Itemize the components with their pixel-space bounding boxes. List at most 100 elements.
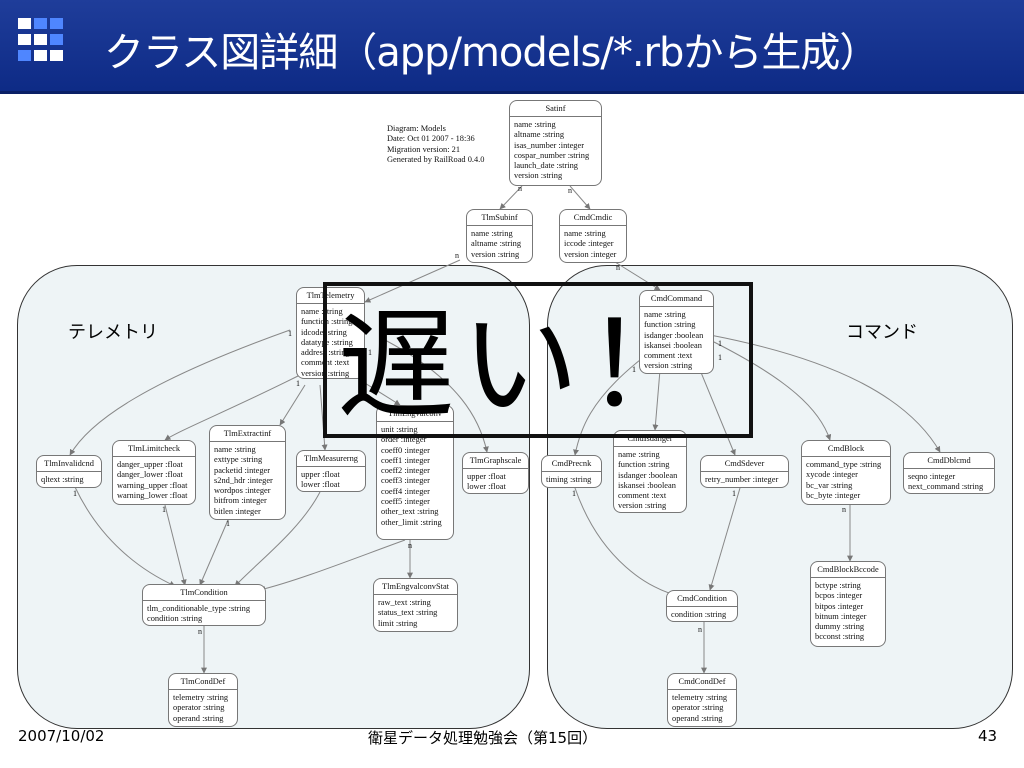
class-attribute: limit :string <box>378 618 418 628</box>
class-attribute: telemetry :string <box>672 693 728 702</box>
class-attribute: iskansei :boolean <box>618 480 676 490</box>
class-attribute: name :string <box>214 445 256 454</box>
class-attribute: function :string <box>644 320 696 330</box>
class-attribute: lower :float <box>467 482 506 492</box>
class-attribute: lower :float <box>301 480 340 490</box>
class-attribute: version :string <box>618 501 667 511</box>
class-attribute: iccode :integer <box>564 239 614 249</box>
class-attribute: iskansei :boolean <box>644 340 702 350</box>
class-attribute: version :string <box>471 249 520 259</box>
svg-text:1: 1 <box>718 353 722 362</box>
svg-text:n: n <box>568 186 572 195</box>
class-attribute: order :integer <box>381 435 427 445</box>
svg-text:1: 1 <box>288 329 292 338</box>
class-attribute: condition :string <box>671 610 727 619</box>
class-attribute: launch_date :string <box>514 161 578 171</box>
class-attribute: danger_upper :float <box>117 460 183 469</box>
class-attribute: timing :string <box>546 475 592 484</box>
class-attribute: retry_number :integer <box>705 475 779 484</box>
class-attribute: operand :string <box>672 713 723 723</box>
class-attribute: coeff4 :integer <box>381 486 430 496</box>
class-attribute: wordpos :integer <box>214 486 271 496</box>
class-attribute: version :integer <box>564 249 617 259</box>
class-attribute: command_type :string <box>806 460 882 469</box>
title-bar: クラス図詳細（app/models/*.rbから生成） <box>0 0 1024 94</box>
class-attribute: version :string <box>644 361 693 371</box>
overlay-annotation: 遅い！ <box>337 296 710 434</box>
svg-text:n: n <box>518 184 522 193</box>
svg-text:n: n <box>198 627 202 636</box>
class-attribute: altname :string <box>471 239 522 249</box>
class-attribute: isdanger :boolean <box>644 330 704 340</box>
class-attribute: comment :text <box>644 351 693 361</box>
class-attribute: bc_var :string <box>806 480 853 490</box>
class-attribute: bitlen :integer <box>214 506 261 516</box>
class-attribute: coeff3 :integer <box>381 476 430 486</box>
svg-text:n: n <box>698 625 702 634</box>
class-attribute: tlm_conditionable_type :string <box>147 604 251 613</box>
class-attribute: version :string <box>514 171 563 181</box>
title-rule <box>0 91 1024 94</box>
slide-title: クラス図詳細（app/models/*.rbから生成） <box>104 30 879 76</box>
svg-text:n: n <box>616 263 620 272</box>
class-attribute: name :string <box>301 307 343 316</box>
class-attribute: altname :string <box>514 130 565 140</box>
svg-text:1: 1 <box>368 348 372 357</box>
class-attribute: warning_upper :float <box>117 480 188 490</box>
svg-text:n: n <box>842 505 846 514</box>
svg-text:1: 1 <box>732 489 736 498</box>
footer-event: 衛星データ処理勉強会（第15回） <box>368 729 598 747</box>
class-attribute: bc_byte :integer <box>806 490 861 500</box>
footer-page-number: 43 <box>978 727 998 745</box>
svg-text:1: 1 <box>718 339 722 348</box>
class-attribute: coeff5 :integer <box>381 497 430 507</box>
diagram-meta: Diagram: Models Date: Oct 01 2007 - 18:3… <box>387 124 485 165</box>
class-attribute: bcpos :integer <box>815 591 863 601</box>
class-attribute: unit :string <box>381 425 418 434</box>
class-attribute: xycode :integer <box>806 470 858 480</box>
class-attribute: name :string <box>564 229 606 238</box>
class-attribute: telemetry :string <box>173 693 229 702</box>
class-attribute: status_text :string <box>378 608 438 618</box>
svg-text:1: 1 <box>296 379 300 388</box>
command-group-label: コマンド <box>846 322 918 343</box>
class-attribute: condition :string <box>147 614 203 624</box>
class-attribute: raw_text :string <box>378 598 431 607</box>
class-attribute: bcconst :string <box>815 632 865 642</box>
class-attribute: comment :text <box>618 491 667 501</box>
overlay-frame <box>323 282 753 438</box>
class-attribute: isas_number :integer <box>514 140 585 150</box>
class-attribute: operand :string <box>173 713 224 723</box>
class-attribute: name :string <box>644 310 686 319</box>
svg-text:1: 1 <box>632 365 636 374</box>
class-attribute: isdanger :boolean <box>618 470 678 480</box>
footer-date: 2007/10/02 <box>18 727 105 745</box>
class-attribute: next_command :string <box>908 482 984 492</box>
class-attribute: name :string <box>618 450 660 459</box>
class-attribute: packetid :integer <box>214 465 271 475</box>
svg-text:n: n <box>455 251 459 260</box>
svg-text:1: 1 <box>73 489 77 498</box>
class-attribute: name :string <box>471 229 513 238</box>
class-attribute: bctype :string <box>815 581 861 590</box>
svg-text:1: 1 <box>572 489 576 498</box>
class-attribute: s2nd_hdr :integer <box>214 475 273 485</box>
class-attribute: qltext :string <box>41 475 84 484</box>
svg-text:1: 1 <box>226 519 230 528</box>
